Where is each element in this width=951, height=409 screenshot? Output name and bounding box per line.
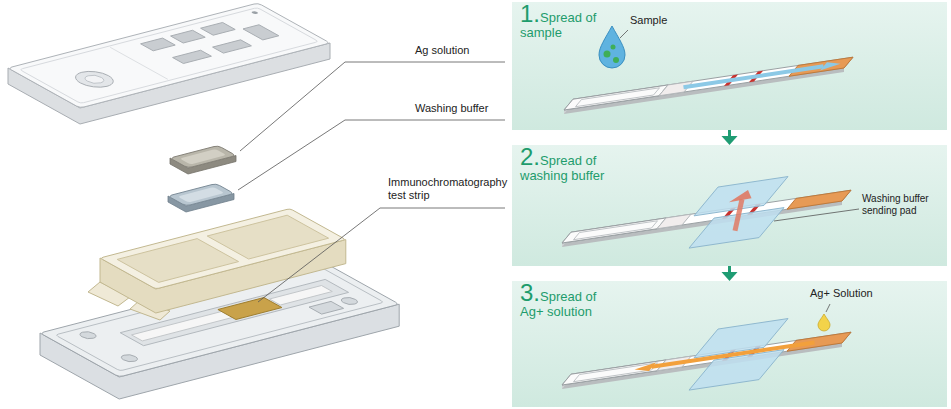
g-shape: [100, 209, 346, 289]
rect-shape: [270, 286, 333, 306]
part-label: Immunochromatography test strip: [388, 176, 510, 202]
circle-shape: [118, 354, 141, 363]
circle-shape: [611, 45, 616, 50]
arrow-head: [722, 136, 738, 145]
line-shape: [110, 47, 168, 79]
top-cover: [8, 3, 330, 124]
rect-shape: [576, 88, 660, 107]
arrow-head: [722, 272, 738, 281]
callout-label: Ag+ Solution: [810, 287, 900, 299]
line-shape: [620, 30, 628, 38]
leader-line: [258, 208, 505, 302]
polygon-shape: [564, 68, 844, 114]
circle-shape: [77, 331, 100, 340]
leader-line: [240, 62, 505, 151]
polygon-shape: [729, 188, 760, 202]
g-shape: [8, 3, 330, 108]
rect-shape: [213, 40, 252, 53]
g-shape: [539, 306, 873, 409]
rect-shape: [170, 146, 236, 168]
step-panel: 2.Spread of washing bufferWashing buffer…: [512, 145, 947, 266]
circle-shape: [68, 69, 121, 90]
rect-shape: [178, 187, 225, 202]
part-label: Washing buffer: [415, 102, 488, 115]
circle-shape: [81, 74, 108, 85]
rect-shape: [180, 149, 227, 164]
circle-shape: [338, 296, 361, 305]
rect-shape: [562, 218, 666, 243]
step-title: 3.Spread of Ag+ solution: [520, 285, 616, 319]
path-shape: [599, 26, 625, 68]
circle-shape: [251, 11, 259, 14]
washing-buffer-pouch: [168, 184, 234, 212]
rect-shape: [117, 239, 238, 283]
path-shape: [818, 314, 830, 331]
rect-shape: [207, 215, 328, 259]
step-panel: 3.Spread of Ag+ solution Ag+ Solution: [512, 281, 947, 407]
step-title: 2.Spread of washing buffer: [520, 149, 616, 183]
flow-arrow: [722, 130, 738, 145]
line-shape: [652, 342, 815, 366]
rect-shape: [19, 8, 318, 104]
rect-shape: [171, 30, 206, 43]
step-panel: 1.Spread of sample Sample: [512, 2, 947, 130]
rect-shape: [168, 184, 234, 206]
line-shape: [684, 66, 824, 87]
callout-label: Washing buffer sending pad: [862, 193, 944, 217]
flow-arrow: [722, 266, 738, 281]
polygon-shape: [820, 60, 844, 71]
ag-solution-pouch: [170, 146, 236, 174]
rect-shape: [562, 360, 666, 385]
line-shape: [713, 196, 764, 234]
rect-shape: [574, 221, 658, 240]
g-shape: [170, 146, 236, 168]
circle-shape: [613, 57, 619, 63]
rect-shape: [787, 190, 851, 209]
line-shape: [774, 209, 859, 221]
rect-shape: [564, 85, 668, 110]
rect-shape: [657, 214, 691, 229]
rect-shape: [141, 38, 176, 51]
callout-label: Sample: [630, 14, 700, 26]
connector-line: [728, 266, 731, 273]
rect-shape: [787, 332, 851, 351]
rect-shape: [201, 22, 236, 35]
rect-shape: [243, 25, 279, 40]
circle-shape: [604, 51, 611, 58]
rect-shape: [100, 209, 346, 289]
line-shape: [826, 304, 830, 312]
rect-shape: [173, 50, 212, 63]
rect-shape: [309, 301, 344, 314]
g-shape: [168, 184, 234, 206]
rect-shape: [574, 363, 658, 382]
part-label: Ag solution: [415, 44, 469, 57]
rect-shape: [8, 3, 330, 108]
connector-line: [728, 130, 731, 137]
step-title: 1.Spread of sample: [520, 6, 616, 40]
polygon-shape: [631, 363, 656, 374]
